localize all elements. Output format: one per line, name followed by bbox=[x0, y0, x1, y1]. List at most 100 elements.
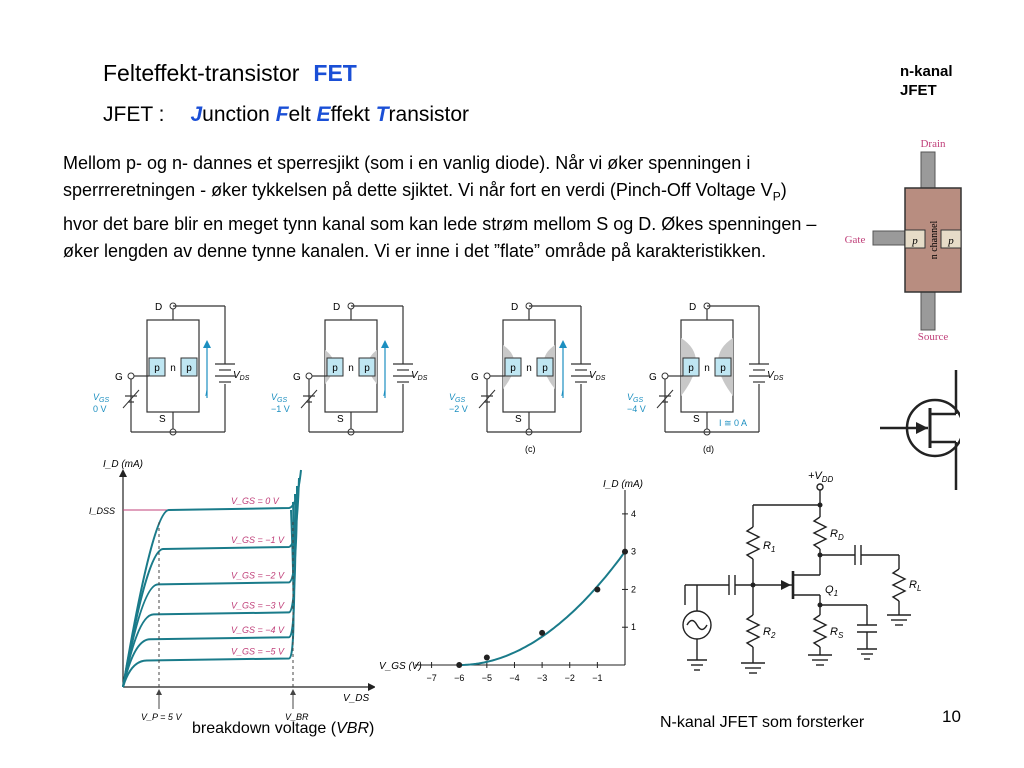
stage-tag: (c) bbox=[525, 444, 536, 454]
body-subscript: P bbox=[772, 189, 781, 204]
subtitle-initial-f: F bbox=[275, 103, 289, 126]
iv-curve-label: V_GS = −4 V bbox=[231, 625, 285, 635]
n-channel-label: n channel bbox=[929, 220, 940, 259]
drain-terminal-label: D bbox=[511, 302, 518, 313]
iv-curve bbox=[122, 509, 295, 688]
vp-label: V_P = 5 V bbox=[141, 712, 182, 722]
p-region-label: p bbox=[186, 363, 192, 374]
x-tick-label: −4 bbox=[509, 673, 519, 683]
x-axis-label: V_GS (V) bbox=[379, 661, 422, 672]
data-point bbox=[539, 629, 546, 636]
x-tick-label: −2 bbox=[565, 673, 575, 683]
p-region-label: p bbox=[510, 363, 516, 374]
vds-label: VDS bbox=[767, 370, 784, 382]
source-terminal-label: S bbox=[159, 414, 166, 425]
current-label: I bbox=[205, 388, 208, 398]
p-region-label: p bbox=[720, 363, 726, 374]
vds-label: VDS bbox=[589, 370, 606, 382]
rl-label: RL bbox=[909, 579, 921, 593]
source-label: Source bbox=[918, 331, 949, 343]
subtitle-initial-j: J bbox=[190, 103, 203, 126]
n-region-label: n bbox=[704, 363, 710, 374]
n-region-label: n bbox=[348, 363, 354, 374]
y-tick-label: 2 bbox=[631, 584, 636, 594]
vgs-label: VGS bbox=[93, 392, 109, 404]
vgs-label: VGS bbox=[449, 392, 465, 404]
p-label-left: p bbox=[911, 235, 918, 247]
slide-title: Felteffekt-transistor FET bbox=[103, 60, 357, 87]
drain-lead bbox=[920, 151, 936, 191]
gate-lead bbox=[872, 230, 908, 246]
y-axis-label: I_D (mA) bbox=[603, 479, 643, 490]
vds-label: VDS bbox=[411, 370, 428, 382]
data-point bbox=[483, 654, 490, 661]
y-axis-label: I_D (mA) bbox=[103, 459, 143, 470]
current-label: I bbox=[561, 388, 564, 398]
source-terminal-label: S bbox=[693, 414, 700, 425]
jfet-symbol-icon bbox=[880, 370, 960, 490]
vds-label: VDS bbox=[233, 370, 250, 382]
iv-curve-label: V_GS = −2 V bbox=[231, 570, 285, 580]
stage-tag: (d) bbox=[703, 444, 714, 454]
title-main: Felteffekt-transistor bbox=[103, 60, 300, 86]
iv-curve-label: V_GS = 0 V bbox=[231, 496, 280, 506]
amplifier-caption: N-kanal JFET som forsterker bbox=[660, 714, 865, 731]
data-point bbox=[622, 548, 628, 555]
iv-curve bbox=[122, 501, 296, 688]
p-region-label: p bbox=[332, 363, 338, 374]
gate-terminal-label: G bbox=[649, 372, 657, 383]
body-part-1: Mellom p- og n- dannes et sperresjikt (s… bbox=[63, 153, 773, 200]
p-region-label: p bbox=[688, 363, 694, 374]
r1-label: R1 bbox=[763, 540, 775, 554]
vgs-value: −4 V bbox=[627, 404, 646, 414]
drain-terminal-label: D bbox=[155, 302, 162, 313]
x-tick-label: −6 bbox=[454, 673, 464, 683]
vgs-value: −1 V bbox=[271, 404, 290, 414]
vdd-label: +VDD bbox=[808, 470, 834, 484]
subtitle-lead: JFET : bbox=[103, 103, 165, 126]
vgs-label: VGS bbox=[271, 392, 287, 404]
breakdown-vbr: VBR bbox=[336, 720, 369, 737]
slide-subtitle: JFET :Junction Felt Effekt Transistor bbox=[103, 103, 469, 127]
n-region-label: n bbox=[526, 363, 532, 374]
q1-label: Q1 bbox=[825, 584, 838, 598]
body-paragraph: Mellom p- og n- dannes et sperresjikt (s… bbox=[63, 150, 823, 265]
subtitle-word-1: unction bbox=[202, 103, 276, 126]
subtitle-word-2: elt bbox=[288, 103, 317, 126]
current-label: I ≅ 0 A bbox=[719, 418, 747, 428]
body-part-2: ) hvor det bare blir en meget tynn kanal… bbox=[63, 180, 817, 261]
n-region-label: n bbox=[170, 363, 176, 374]
subtitle-word-4: ransistor bbox=[388, 103, 470, 126]
jfet-structure-diagram: p p n channel Drain Gate Source bbox=[845, 138, 962, 343]
source-lead bbox=[920, 291, 936, 331]
subtitle-initial-t: T bbox=[375, 103, 389, 126]
p-region-label: p bbox=[542, 363, 548, 374]
idss-label: I_DSS bbox=[89, 506, 115, 516]
gate-terminal-label: G bbox=[471, 372, 479, 383]
iv-curve bbox=[122, 485, 298, 688]
title-accent: FET bbox=[313, 60, 357, 86]
x-tick-label: −3 bbox=[537, 673, 547, 683]
vgs-value: −2 V bbox=[449, 404, 468, 414]
vgs-label: VGS bbox=[627, 392, 643, 404]
rs-label: RS bbox=[830, 626, 844, 640]
current-label: I bbox=[383, 388, 386, 398]
breakdown-prefix: breakdown voltage ( bbox=[192, 720, 337, 737]
nkanal-line-2: JFET bbox=[900, 82, 937, 99]
source-terminal-label: S bbox=[337, 414, 344, 425]
jfet-amplifier-circuit: +VDD R1 R2 RD RS RL Q1 bbox=[682, 470, 921, 674]
x-tick-label: −5 bbox=[482, 673, 492, 683]
subtitle-word-3: ffekt bbox=[330, 103, 376, 126]
p-region-label: p bbox=[154, 363, 160, 374]
x-tick-label: −1 bbox=[592, 673, 602, 683]
drain-terminal-label: D bbox=[333, 302, 340, 313]
data-point bbox=[594, 586, 601, 593]
